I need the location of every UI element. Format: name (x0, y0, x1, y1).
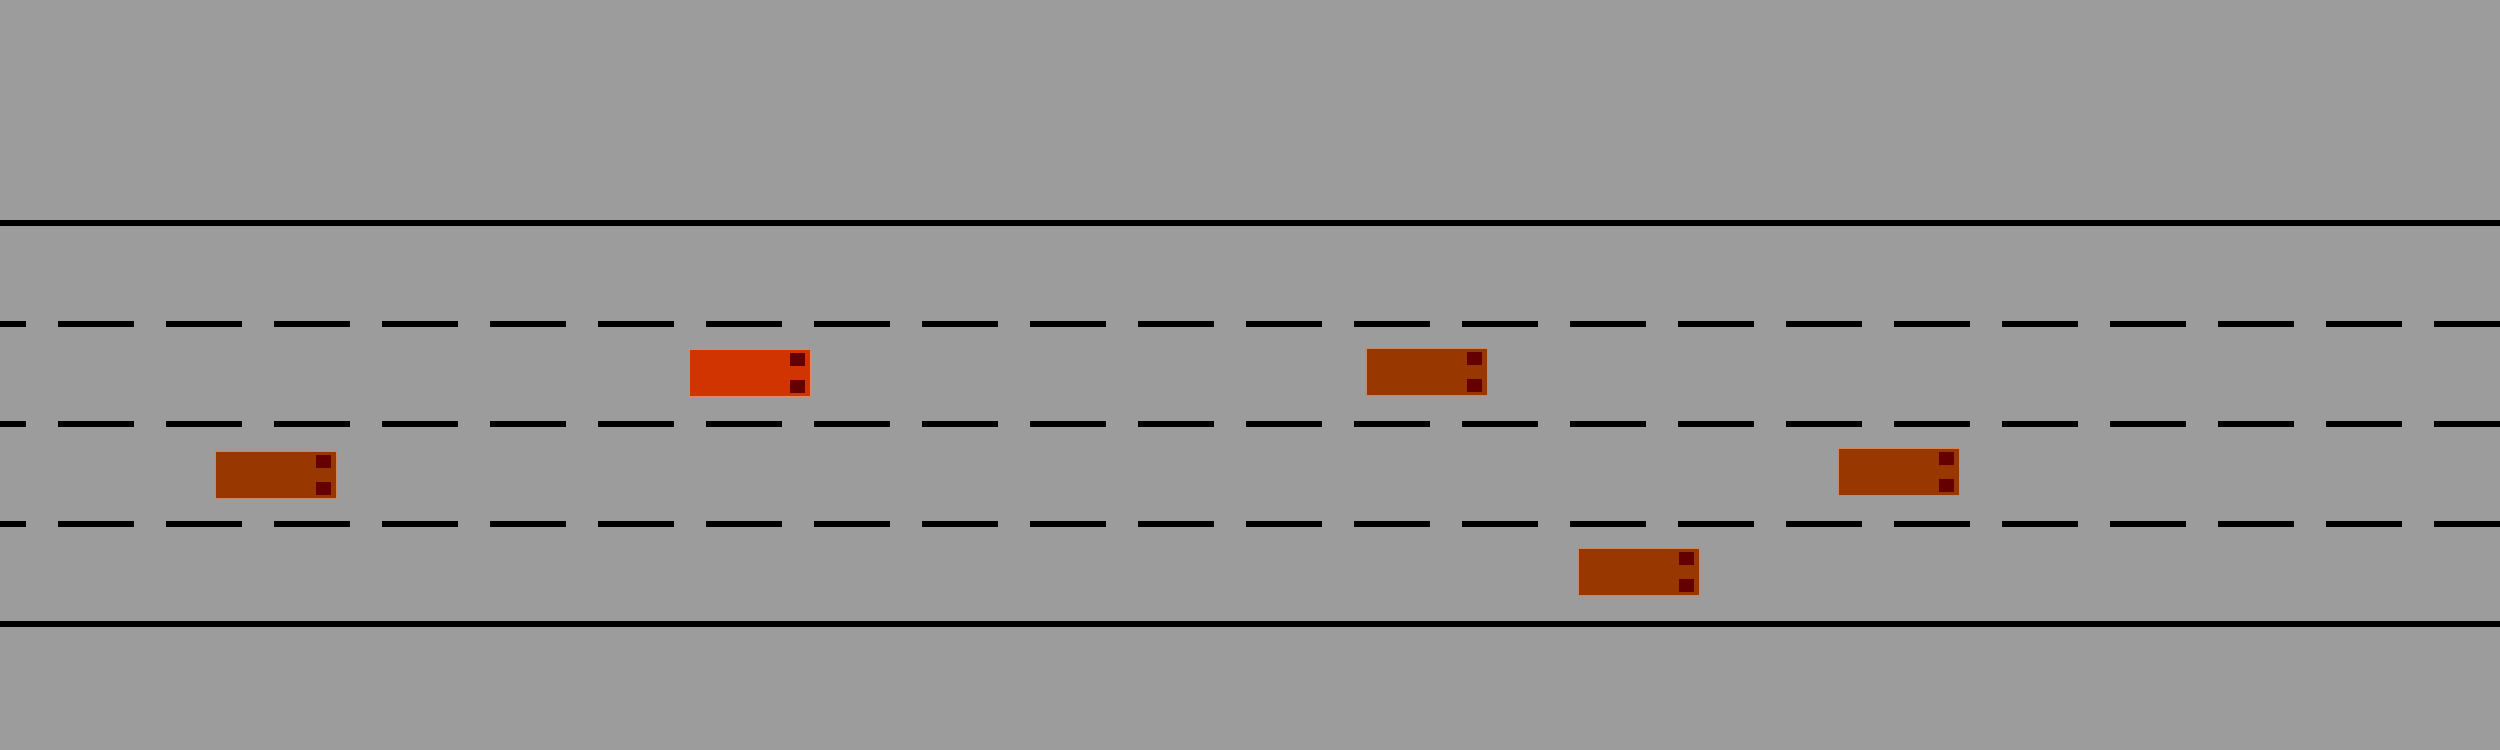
other-vehicle (215, 451, 337, 499)
tail-light (1679, 552, 1694, 565)
tail-light (316, 482, 331, 495)
road-edge-top (0, 220, 2500, 226)
tail-light (790, 353, 805, 366)
other-vehicle (1366, 348, 1488, 396)
lane-divider-3 (0, 521, 2500, 527)
ego-vehicle (689, 349, 811, 397)
tail-light (1467, 352, 1482, 365)
tail-light (1939, 479, 1954, 492)
tail-light (1939, 452, 1954, 465)
tail-light (316, 455, 331, 468)
tail-light (1467, 379, 1482, 392)
tail-light (790, 380, 805, 393)
tail-light (1679, 579, 1694, 592)
other-vehicle (1578, 548, 1700, 596)
lane-divider-2 (0, 421, 2500, 427)
other-vehicle (1838, 448, 1960, 496)
lane-divider-1 (0, 321, 2500, 327)
road-edge-bottom (0, 621, 2500, 627)
